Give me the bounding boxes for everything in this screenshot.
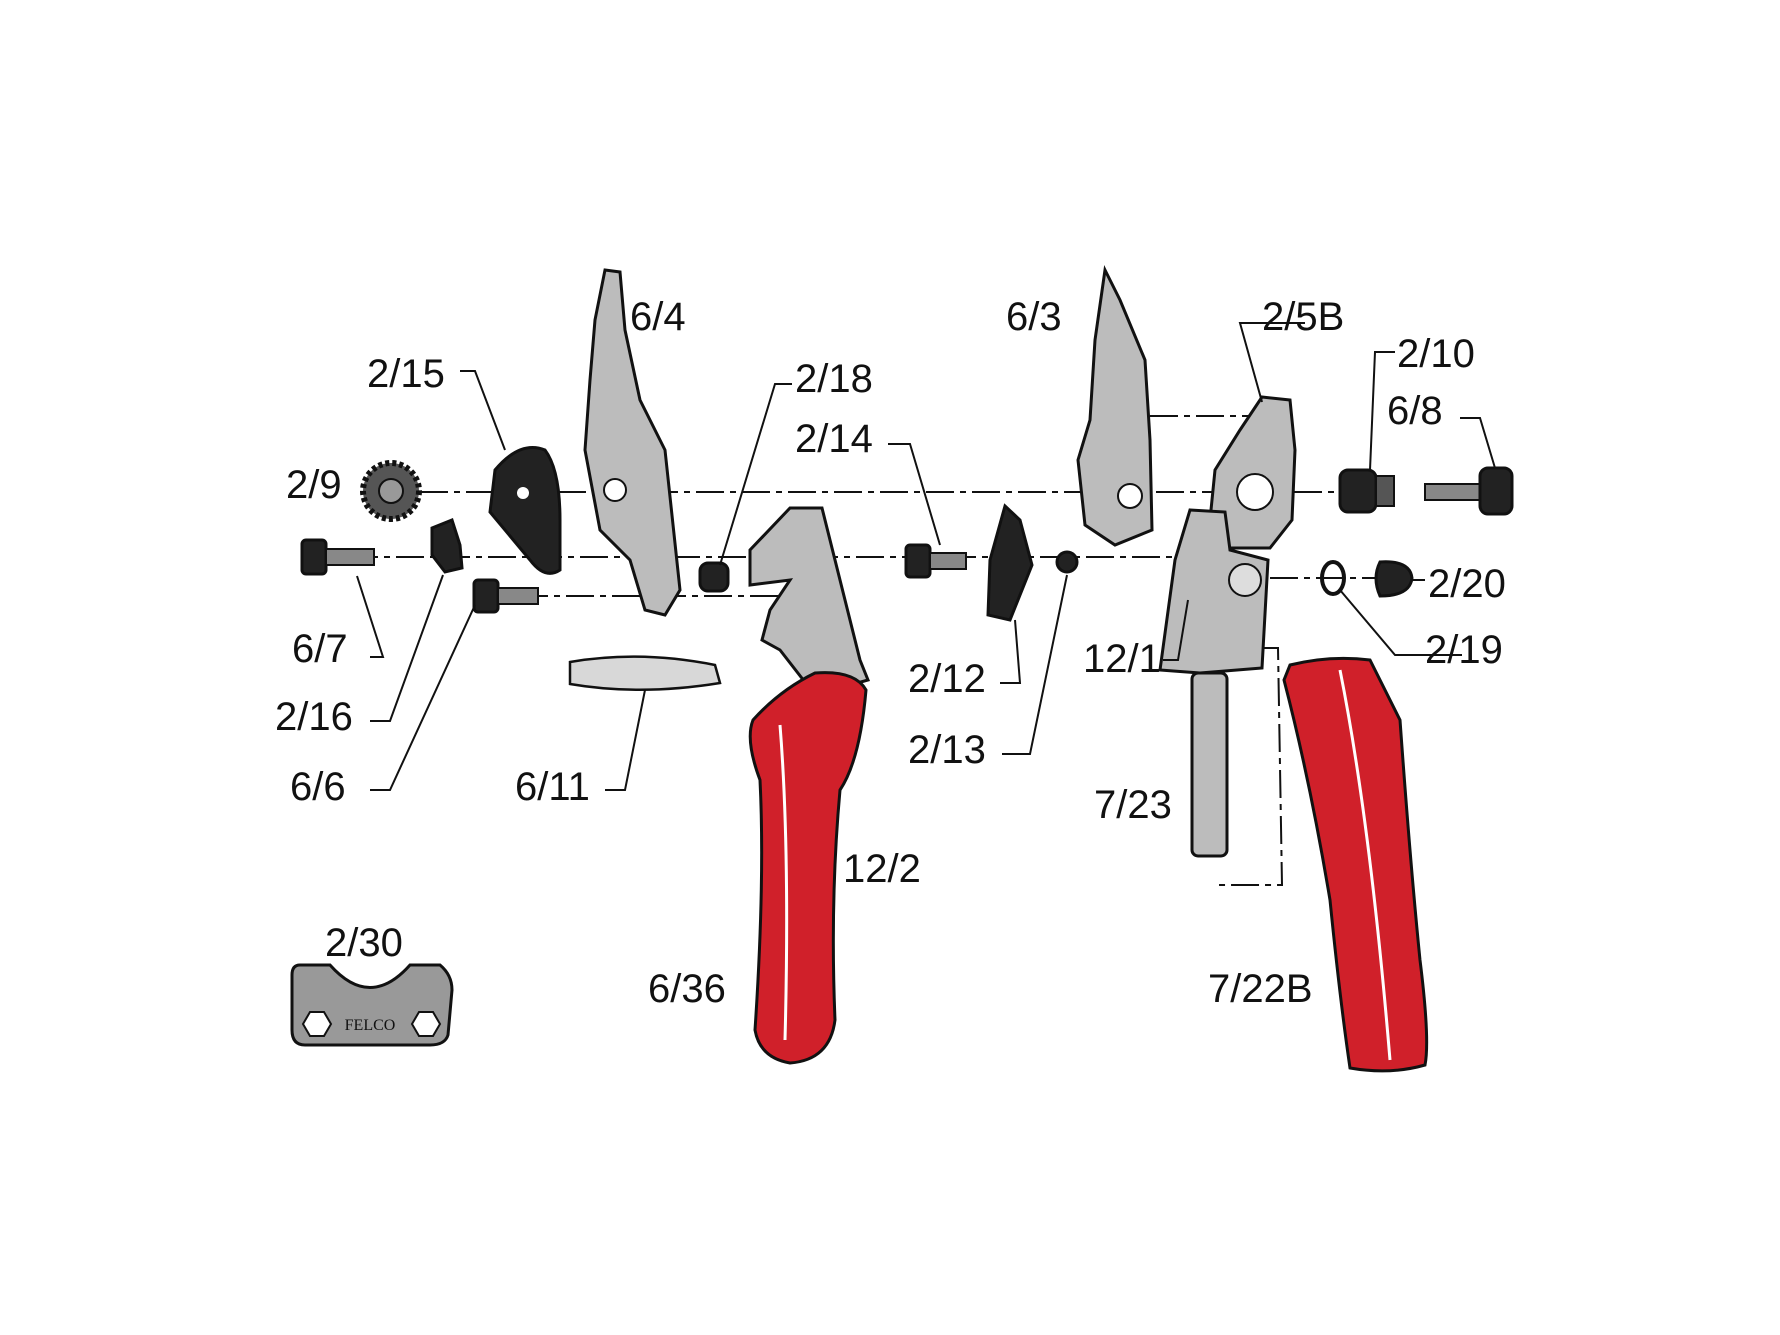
- part-2-13-washer: [1055, 550, 1079, 574]
- label-7-23: 7/23: [1094, 783, 1172, 827]
- label-2-14: 2/14: [795, 417, 873, 461]
- part-2-16-lock: [430, 518, 464, 574]
- label-6-6: 6/6: [290, 765, 346, 809]
- part-2-9-adjusting-nut: [360, 460, 422, 522]
- label-2-9: 2/9: [286, 463, 342, 507]
- label-6-11: 6/11: [515, 765, 590, 809]
- part-7-23-rod: [1190, 671, 1229, 858]
- part-2-14-bolt: [904, 543, 967, 579]
- part-7-22B-upper-handle-cover: [1282, 656, 1429, 1073]
- label-2-16: 2/16: [275, 695, 353, 739]
- label-2-13: 2/13: [908, 728, 986, 772]
- part-2-12-plate: [986, 503, 1034, 622]
- label-2-30: 2/30: [325, 921, 403, 965]
- label-2-5B: 2/5B: [1262, 295, 1344, 339]
- label-2-10: 2/10: [1397, 332, 1475, 376]
- part-6-8-centre-bolt: [1424, 466, 1514, 516]
- part-12-2-lower-handle: [748, 506, 871, 1065]
- label-2-18: 2/18: [795, 357, 873, 401]
- part-2-10-nut: [1338, 468, 1395, 514]
- part-2-15-plate: [488, 446, 562, 575]
- label-6-3: 6/3: [1006, 295, 1062, 339]
- part-6-3-cutting-blade: [1076, 265, 1154, 547]
- part-2-5B-centre-bolt-plate: [1208, 395, 1297, 550]
- part-6-11-spring: [568, 655, 722, 692]
- label-2-19: 2/19: [1425, 628, 1503, 672]
- part-2-30-wrench: FELCO: [290, 963, 454, 1047]
- label-6-8: 6/8: [1387, 389, 1443, 433]
- part-6-7-bolt: [300, 538, 375, 576]
- felco-logo: FELCO: [345, 1017, 396, 1034]
- part-6-4-anvil-blade: [583, 268, 682, 617]
- part-6-6-bolt: [472, 578, 539, 614]
- part-2-20-cap: [1374, 560, 1414, 598]
- label-12-1: 12/1: [1083, 637, 1161, 681]
- label-6-36: 6/36: [648, 967, 726, 1011]
- label-2-12: 2/12: [908, 657, 986, 701]
- label-6-7: 6/7: [292, 627, 348, 671]
- label-12-2: 12/2: [843, 847, 921, 891]
- part-labels: 6/4 2/15 2/18 2/14 2/9 6/7 2/16 6/6 6/11…: [275, 295, 1506, 1011]
- leader-lines: [356, 322, 1496, 791]
- label-6-4: 6/4: [630, 295, 686, 339]
- part-12-1-upper-handle: [1158, 508, 1270, 675]
- label-2-20: 2/20: [1428, 562, 1506, 606]
- part-2-19-ring: [1320, 560, 1346, 596]
- label-7-22B: 7/22B: [1208, 967, 1313, 1011]
- part-2-18-bushing: [698, 561, 730, 593]
- label-2-15: 2/15: [367, 352, 445, 396]
